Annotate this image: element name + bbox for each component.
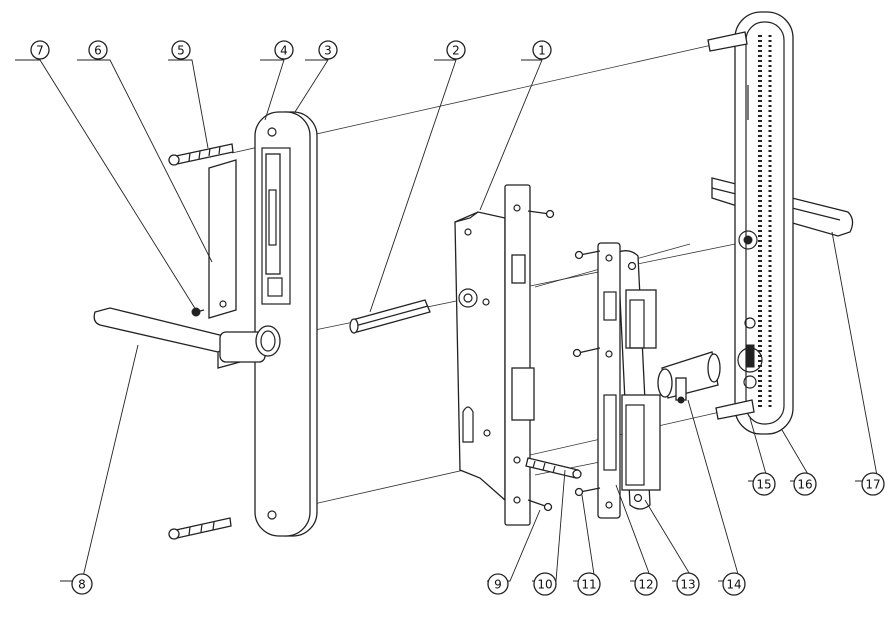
part-16-outer-back-plate <box>734 11 794 435</box>
callout-17-label: 17 <box>865 478 880 492</box>
callout-11: 11 <box>577 572 601 596</box>
part-7-cover-screw <box>191 307 205 317</box>
part-bottom-screw <box>168 517 232 540</box>
callout-3-label: 3 <box>324 44 332 58</box>
callout-6-label: 6 <box>94 44 102 58</box>
part-11-faceplate-screws <box>572 250 601 497</box>
part-14-cylinder <box>657 351 721 404</box>
callout-1-label: 1 <box>538 44 546 58</box>
callout-2-label: 2 <box>452 44 460 58</box>
callout-5: 5 <box>171 40 191 60</box>
callout-8-label: 8 <box>78 578 86 592</box>
callout-8: 8 <box>71 573 93 595</box>
callout-14: 14 <box>722 572 746 596</box>
callout-9: 9 <box>487 573 509 595</box>
part-2-spindle <box>349 299 431 334</box>
part-13-faceplate <box>617 250 661 510</box>
callout-3: 3 <box>318 40 338 60</box>
part-6-battery-cover <box>208 159 237 319</box>
callout-14-label: 14 <box>726 578 741 592</box>
callout-5-label: 5 <box>177 44 185 58</box>
callout-2: 2 <box>446 40 466 60</box>
callout-15: 15 <box>752 472 776 496</box>
callout-1: 1 <box>532 40 552 60</box>
part-1-mortise-body <box>454 184 535 526</box>
callout-15-label: 15 <box>756 478 771 492</box>
callout-10: 10 <box>533 572 557 596</box>
callout-12: 12 <box>634 572 658 596</box>
callout-17: 17 <box>861 472 885 496</box>
callout-10-label: 10 <box>537 578 552 592</box>
part-8-lever-handle <box>93 307 281 369</box>
callout-16: 16 <box>793 472 817 496</box>
callout-13-label: 13 <box>680 578 695 592</box>
callout-13: 13 <box>676 572 700 596</box>
callout-12-label: 12 <box>638 578 653 592</box>
part-9-forend-screws <box>527 209 555 512</box>
callout-7: 7 <box>30 40 50 60</box>
part-3-inner-plate <box>254 111 318 537</box>
callout-4: 4 <box>274 40 294 60</box>
part-5-top-screw <box>168 143 234 166</box>
callout-6: 6 <box>88 40 108 60</box>
part-12-front-plate <box>597 242 621 519</box>
callout-16-label: 16 <box>797 478 812 492</box>
callout-11-label: 11 <box>581 578 596 592</box>
callout-9-label: 9 <box>494 578 502 592</box>
callout-4-label: 4 <box>280 44 288 58</box>
part-10-long-screw <box>525 457 582 479</box>
callout-7-label: 7 <box>36 44 44 58</box>
part-15-plate-screws <box>707 31 755 420</box>
